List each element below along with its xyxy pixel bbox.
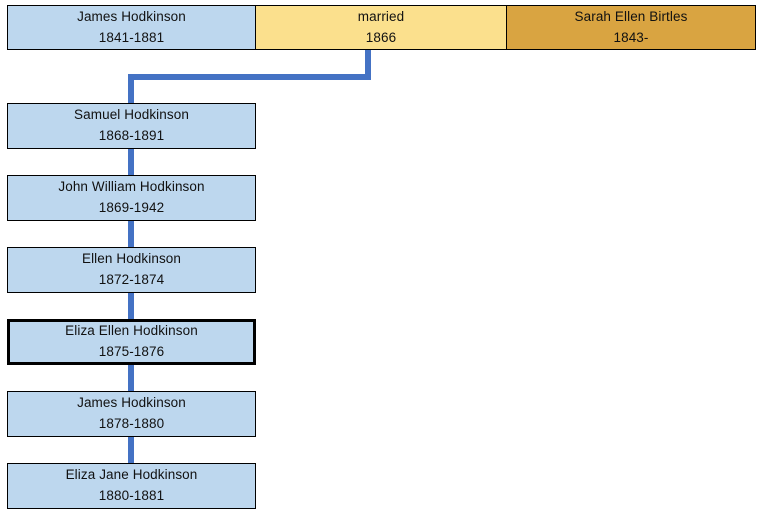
connector-spine-child-1-to-2 <box>128 148 134 176</box>
marriage-box[interactable]: married 1866 <box>255 5 507 50</box>
wife-dates: 1843- <box>613 29 649 45</box>
connector-spine-child-4-to-5 <box>128 364 134 392</box>
child-3-dates: 1872-1874 <box>98 272 165 287</box>
child-4-dates: 1875-1876 <box>98 344 165 359</box>
connector-marriage-drop <box>365 50 371 80</box>
child-5-dates: 1878-1880 <box>98 416 165 431</box>
wife-name: Sarah Ellen Birtles <box>574 8 688 24</box>
person-box-husband[interactable]: James Hodkinson 1841-1881 <box>7 5 256 50</box>
marriage-label: married <box>357 8 405 24</box>
child-1-dates: 1868-1891 <box>98 128 165 143</box>
child-2-dates: 1869-1942 <box>98 200 165 215</box>
connector-spine-child-2-to-3 <box>128 220 134 248</box>
person-box-child-4-focus[interactable]: Eliza Ellen Hodkinson 1875-1876 <box>7 319 256 365</box>
person-box-child-1[interactable]: Samuel Hodkinson 1868-1891 <box>7 103 256 149</box>
child-3-name: Ellen Hodkinson <box>81 251 182 267</box>
connector-spine-to-child-1 <box>128 74 134 106</box>
person-box-child-3[interactable]: Ellen Hodkinson 1872-1874 <box>7 247 256 293</box>
person-box-wife[interactable]: Sarah Ellen Birtles 1843- <box>506 5 756 50</box>
person-box-child-5[interactable]: James Hodkinson 1878-1880 <box>7 391 256 437</box>
connector-spine-child-3-to-4 <box>128 292 134 320</box>
connector-spine-child-5-to-6 <box>128 436 134 464</box>
child-6-dates: 1880-1881 <box>98 488 165 503</box>
person-box-child-2[interactable]: John William Hodkinson 1869-1942 <box>7 175 256 221</box>
child-1-name: Samuel Hodkinson <box>74 107 189 123</box>
child-4-name: Eliza Ellen Hodkinson <box>65 323 198 339</box>
child-5-name: James Hodkinson <box>77 395 186 411</box>
marriage-year: 1866 <box>365 29 397 45</box>
husband-name: James Hodkinson <box>77 8 186 24</box>
connector-marriage-horizontal <box>128 74 371 80</box>
husband-dates: 1841-1881 <box>98 29 165 45</box>
child-6-name: Eliza Jane Hodkinson <box>65 467 198 483</box>
child-2-name: John William Hodkinson <box>58 179 205 195</box>
person-box-child-6[interactable]: Eliza Jane Hodkinson 1880-1881 <box>7 463 256 509</box>
